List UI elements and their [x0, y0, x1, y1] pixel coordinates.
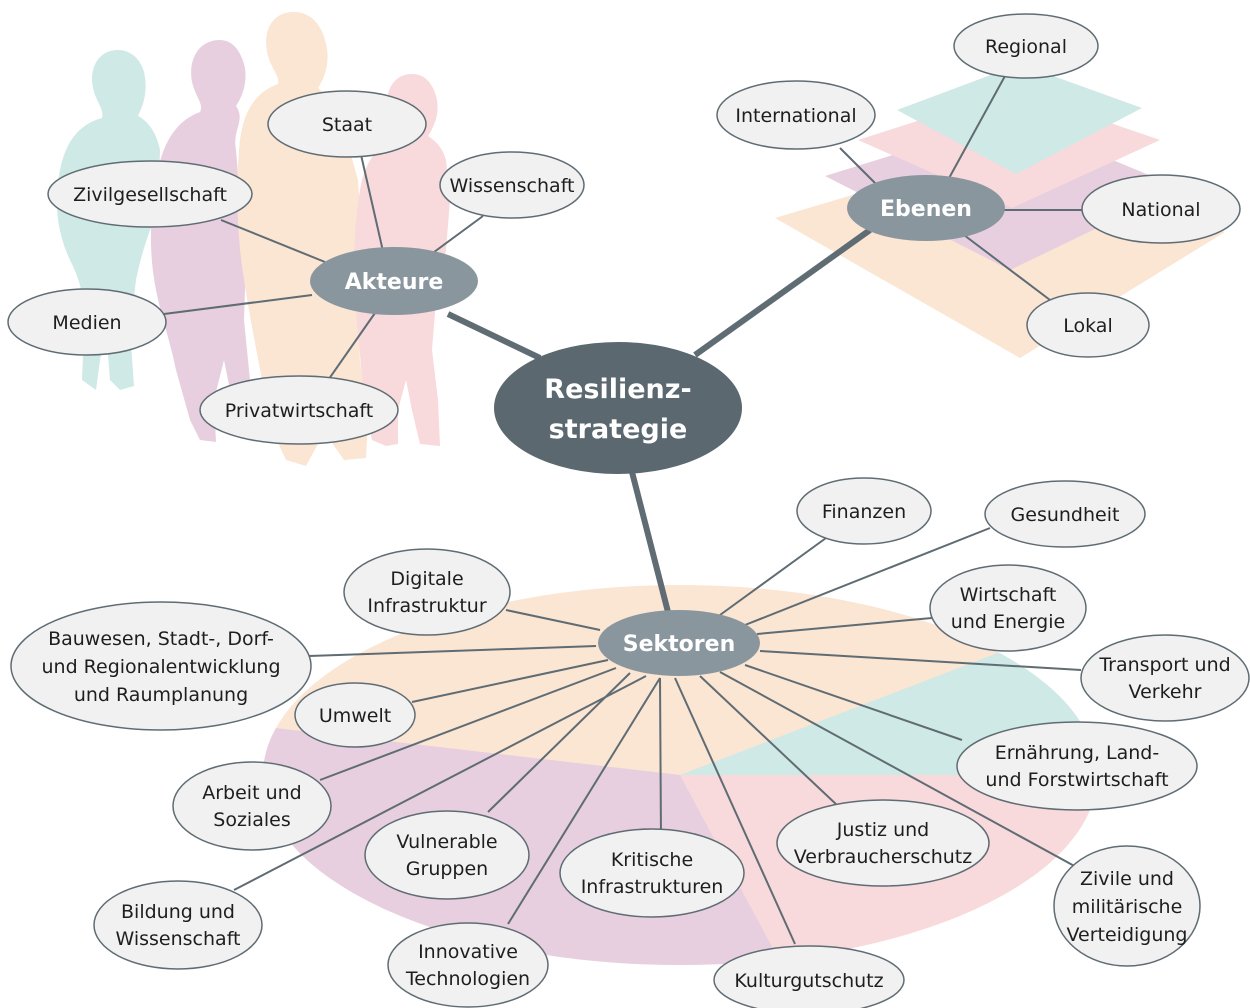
- hub-akteure-label: Akteure: [345, 270, 444, 295]
- hub-sektoren: Sektoren: [598, 610, 760, 676]
- svg-text:militärische: militärische: [1072, 896, 1183, 918]
- svg-text:Technologien: Technologien: [405, 968, 530, 990]
- hub-ebenen-label: Ebenen: [880, 197, 972, 222]
- hub-sektoren-label: Sektoren: [623, 632, 735, 657]
- svg-text:Vulnerable: Vulnerable: [396, 831, 497, 853]
- svg-text:Bildung und: Bildung und: [121, 901, 235, 923]
- svg-text:Wissenschaft: Wissenschaft: [115, 928, 240, 950]
- node-regional: Regional: [953, 13, 1099, 79]
- svg-text:Infrastruktur: Infrastruktur: [367, 595, 486, 617]
- node-privatwirtschaft: Privatwirtschaft: [199, 375, 399, 445]
- svg-text:Staat: Staat: [322, 114, 372, 136]
- svg-text:Justiz und: Justiz und: [836, 819, 929, 841]
- svg-text:Lokal: Lokal: [1063, 315, 1112, 337]
- node-wirtschaft-energie: Wirtschaft und Energie: [929, 564, 1087, 652]
- node-innovative-technologien: Innovative Technologien: [387, 922, 549, 1008]
- node-bildung-wissenschaft: Bildung und Wissenschaft: [93, 880, 263, 970]
- svg-text:Umwelt: Umwelt: [319, 705, 391, 727]
- svg-text:Verteidigung: Verteidigung: [1067, 924, 1188, 946]
- svg-text:Regional: Regional: [985, 36, 1067, 58]
- svg-text:Digitale: Digitale: [390, 568, 463, 590]
- svg-text:Wissenschaft: Wissenschaft: [449, 175, 574, 197]
- svg-text:Gruppen: Gruppen: [406, 858, 488, 880]
- svg-text:und Forstwirtschaft: und Forstwirtschaft: [985, 769, 1168, 791]
- svg-text:Verbraucherschutz: Verbraucherschutz: [794, 846, 972, 868]
- node-kritische-infrastrukturen: Kritische Infrastrukturen: [559, 828, 745, 918]
- svg-text:Medien: Medien: [52, 312, 121, 334]
- svg-text:Verkehr: Verkehr: [1129, 681, 1202, 703]
- node-arbeit-soziales: Arbeit und Soziales: [172, 761, 332, 851]
- svg-text:Gesundheit: Gesundheit: [1011, 504, 1120, 526]
- node-staat: Staat: [267, 90, 427, 158]
- svg-text:Finanzen: Finanzen: [822, 501, 906, 523]
- svg-text:Arbeit und: Arbeit und: [202, 782, 301, 804]
- svg-text:und Energie: und Energie: [951, 611, 1065, 633]
- svg-text:Wirtschaft: Wirtschaft: [960, 584, 1057, 606]
- center-node: Resilienz- strategie: [494, 342, 742, 474]
- svg-text:Zivile und: Zivile und: [1080, 868, 1174, 890]
- svg-text:National: National: [1121, 199, 1200, 221]
- node-finanzen: Finanzen: [796, 477, 932, 545]
- svg-text:Soziales: Soziales: [213, 809, 290, 831]
- node-transport-verkehr: Transport und Verkehr: [1080, 634, 1250, 722]
- svg-text:Transport und: Transport und: [1098, 654, 1230, 676]
- node-zivilgesellschaft: Zivilgesellschaft: [47, 160, 253, 228]
- node-zivile-verteidigung: Zivile und militärische Verteidigung: [1053, 845, 1201, 967]
- node-justiz-verbraucherschutz: Justiz und Verbraucherschutz: [776, 799, 990, 887]
- svg-text:Kritische: Kritische: [611, 849, 693, 871]
- node-kulturgutschutz: Kulturgutschutz: [713, 945, 905, 1008]
- node-national: National: [1081, 174, 1241, 244]
- svg-text:und Regionalentwicklung: und Regionalentwicklung: [41, 656, 280, 678]
- svg-text:Ernährung, Land-: Ernährung, Land-: [995, 742, 1159, 764]
- svg-text:und Raumplanung: und Raumplanung: [74, 684, 248, 706]
- node-medien: Medien: [7, 288, 167, 356]
- node-umwelt: Umwelt: [294, 682, 416, 748]
- svg-text:Privatwirtschaft: Privatwirtschaft: [225, 400, 373, 422]
- svg-text:Bauwesen, Stadt-, Dorf-: Bauwesen, Stadt-, Dorf-: [48, 628, 274, 650]
- svg-text:Zivilgesellschaft: Zivilgesellschaft: [73, 184, 227, 206]
- line-center-akteure: [446, 311, 542, 361]
- node-lokal: Lokal: [1026, 292, 1150, 358]
- svg-text:Kulturgutschutz: Kulturgutschutz: [734, 970, 883, 992]
- hub-akteure: Akteure: [310, 247, 478, 315]
- node-vulnerable-gruppen: Vulnerable Gruppen: [364, 810, 530, 900]
- svg-text:Innovative: Innovative: [418, 941, 518, 963]
- node-gesundheit: Gesundheit: [984, 480, 1146, 548]
- line-center-ebenen: [693, 227, 872, 358]
- center-title-line-1: Resilienz-: [544, 374, 691, 405]
- line-center-sektoren: [629, 471, 671, 613]
- svg-text:International: International: [735, 105, 856, 127]
- center-title-line-2: strategie: [549, 414, 688, 445]
- svg-text:Infrastrukturen: Infrastrukturen: [581, 876, 724, 898]
- node-wissenschaft-akteure: Wissenschaft: [439, 151, 585, 219]
- hub-ebenen: Ebenen: [847, 175, 1005, 241]
- silhouette-mauve: [150, 40, 252, 442]
- node-ernaehrung: Ernährung, Land- und Forstwirtschaft: [956, 721, 1198, 811]
- connector-lines: [163, 75, 1082, 945]
- layer-teal: [897, 64, 1142, 174]
- node-bauwesen: Bauwesen, Stadt-, Dorf- und Regionalentw…: [10, 601, 312, 731]
- node-international: International: [716, 80, 876, 150]
- node-digitale-infrastruktur: Digitale Infrastruktur: [343, 548, 511, 636]
